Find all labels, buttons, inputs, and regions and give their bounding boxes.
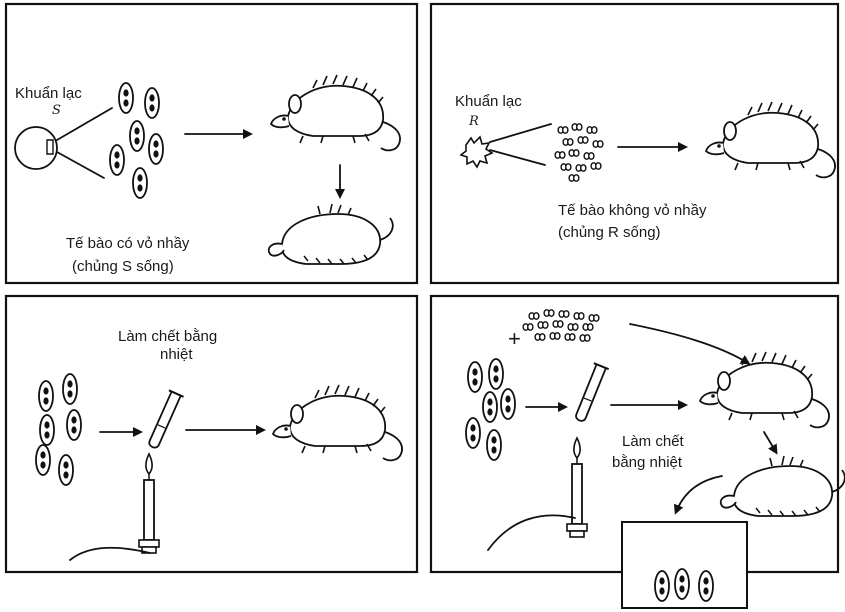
caption-line1: Làm chết bbox=[622, 433, 685, 450]
colony-spread-line bbox=[57, 152, 104, 178]
caption-line2: nhiệt bbox=[160, 346, 193, 363]
candle-icon bbox=[139, 454, 159, 553]
caption-line2: bằng nhiệt bbox=[612, 454, 683, 471]
test-tube-icon bbox=[572, 363, 609, 423]
panel-top-left: Khuẩn lạc S Tế bào có vỏ nhầy (chủng S s… bbox=[15, 75, 400, 275]
colony-r-mark: R bbox=[468, 114, 479, 129]
caption-line1: Tế bào có vỏ nhầy bbox=[66, 235, 190, 252]
colony-label: Khuẩn lạc bbox=[15, 85, 82, 102]
capsulated-cell-icon bbox=[466, 359, 515, 460]
small-cell-icon bbox=[523, 310, 599, 341]
candle-icon bbox=[567, 438, 587, 537]
r-colony-icon bbox=[461, 137, 492, 167]
capsulated-cell-icon bbox=[110, 83, 163, 198]
capsulated-cell-icon bbox=[655, 569, 713, 601]
panel-bottom-left: Làm chết bằng nhiệt bbox=[36, 328, 402, 560]
caption-line2: (chủng R sống) bbox=[558, 224, 661, 241]
colony-s-mark: S bbox=[52, 103, 61, 118]
colony-label: Khuẩn lạc bbox=[455, 93, 522, 110]
caption-line2: (chủng S sống) bbox=[72, 258, 174, 275]
s-colony-icon bbox=[15, 127, 57, 169]
caption-line1: Làm chết bằng bbox=[118, 328, 217, 345]
mouse-alive-icon bbox=[706, 102, 835, 177]
colony-spread-line bbox=[490, 124, 551, 142]
colony-spread-line bbox=[57, 108, 112, 140]
panel-top-right: Khuẩn lạc R Tế bào không vỏ nhầy (chủng … bbox=[455, 93, 835, 241]
small-cell-icon bbox=[555, 124, 603, 181]
candle-wick-line bbox=[488, 515, 575, 550]
mouse-alive-icon bbox=[700, 352, 829, 427]
mouse-dead-icon bbox=[269, 204, 393, 264]
candle-wick-line bbox=[70, 548, 150, 560]
capsulated-cell-icon bbox=[36, 374, 81, 485]
mouse-dead-icon bbox=[721, 456, 845, 516]
caption-line1: Tế bào không vỏ nhầy bbox=[558, 202, 707, 219]
arrow-icon bbox=[764, 432, 776, 452]
panel-bottom-right: + Làm chết bằng nhiệt bbox=[466, 310, 845, 608]
mouse-alive-icon bbox=[273, 385, 402, 460]
colony-spread-line bbox=[490, 150, 545, 165]
arrow-icon bbox=[630, 324, 748, 363]
arrow-icon bbox=[676, 476, 722, 512]
plus-sign: + bbox=[508, 326, 521, 351]
test-tube-icon bbox=[145, 390, 183, 450]
mouse-alive-icon bbox=[271, 75, 400, 150]
